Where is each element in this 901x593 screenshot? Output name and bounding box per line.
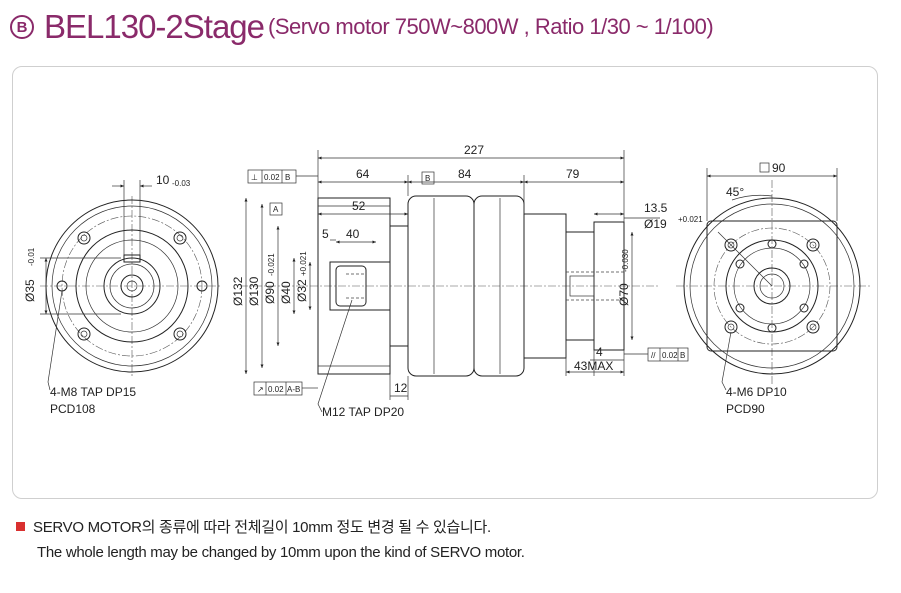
input-pcd-label: PCD90: [726, 402, 765, 416]
perp-tol: 0.02: [264, 173, 280, 182]
shaft-dia-32-tol: +0.021: [299, 251, 308, 276]
input-depth-dim: 13.5: [644, 201, 668, 215]
seg3-length-dim: 79: [566, 167, 580, 181]
perp-symbol-icon: ⊥: [251, 173, 258, 182]
input-pilot-dim: Ø70: [617, 283, 631, 306]
output-pcd-label: PCD108: [50, 402, 96, 416]
bolt-hole-icon: [77, 327, 91, 341]
drawing-frame: [12, 66, 878, 499]
side-view: 227 64 84 79 B 52 5 40 Ø132 Ø130 Ø90 -0.…: [231, 143, 703, 419]
note-korean: SERVO MOTOR의 종류에 따라 전체길이 10mm 정도 변경 될 수 …: [16, 516, 491, 537]
front-view-output: 10 -0.03 Ø35 -0.01 4-M8 TAP DP15 PCD108: [23, 173, 220, 416]
input-max-dim: 43MAX: [574, 359, 613, 373]
bullet-square-icon: [16, 522, 25, 531]
parallel-ref: B: [680, 351, 685, 360]
bolt-hole-icon: [724, 238, 738, 252]
model-subtitle: (Servo motor 750W~800W , Ratio 1/30 ~ 1/…: [268, 14, 714, 39]
shoulder-dia-40: Ø40: [279, 281, 293, 304]
page-title: B BEL130-2Stage (Servo motor 750W~800W ,…: [10, 6, 714, 48]
m12-tap-label: M12 TAP DP20: [322, 405, 404, 419]
bolt-hole-icon: [806, 320, 820, 334]
runout-ref: A-B: [287, 385, 300, 394]
shaft-dia-32: Ø32: [295, 279, 309, 302]
input-bore-dim: Ø19: [644, 217, 667, 231]
pilot-dia-90: Ø90: [263, 281, 277, 304]
key-width-tol: -0.03: [172, 179, 191, 188]
model-name: BEL130-2Stage: [44, 8, 265, 45]
shaft-dia-tol: -0.01: [27, 247, 36, 266]
flange-dia-130: Ø130: [247, 276, 261, 306]
flange-thk-dim: 12: [394, 381, 408, 395]
bolt-hole-icon: [173, 327, 187, 341]
bolt-hole-icon: [196, 280, 208, 292]
seg1-length-dim: 64: [356, 167, 370, 181]
bolt-hole-icon: [806, 238, 820, 252]
note-english: The whole length may be changed by 10mm …: [37, 544, 525, 561]
shaft-dia-dim: Ø35: [23, 279, 37, 302]
series-badge-icon: B: [10, 15, 34, 39]
bolt-hole-icon: [173, 231, 187, 245]
front-view-input: 90 45° 4-M6 DP10 PCD90: [676, 161, 870, 416]
bolt-hole-icon: [77, 231, 91, 245]
key-width-dim: 10: [156, 173, 170, 187]
angle-dim: 45°: [726, 185, 744, 199]
key-length-dim: 40: [346, 227, 360, 241]
input-bore-tol: +0.021: [678, 215, 703, 224]
runout-symbol-icon: ↗: [257, 385, 264, 394]
seg2-length-dim: 84: [458, 167, 472, 181]
shaft-length-dim: 52: [352, 199, 366, 213]
square-dim: 90: [772, 161, 786, 175]
output-tap-label: 4-M8 TAP DP15: [50, 385, 136, 399]
parallel-symbol-icon: //: [651, 351, 656, 360]
key-offset-dim: 5: [322, 227, 329, 241]
parallel-tol: 0.02: [662, 351, 678, 360]
input-tap-label: 4-M6 DP10: [726, 385, 787, 399]
overall-length-dim: 227: [464, 143, 484, 157]
perp-ref: B: [285, 173, 290, 182]
input-pilot-tol: -0.030: [621, 249, 630, 272]
datum-b-box: B: [425, 174, 430, 183]
runout-tol: 0.02: [268, 385, 284, 394]
flange-dia-132: Ø132: [231, 276, 245, 306]
input-step-dim: 4: [596, 345, 603, 359]
pilot-dia-90-tol: -0.021: [267, 253, 276, 276]
datum-a-box: A: [273, 205, 279, 214]
